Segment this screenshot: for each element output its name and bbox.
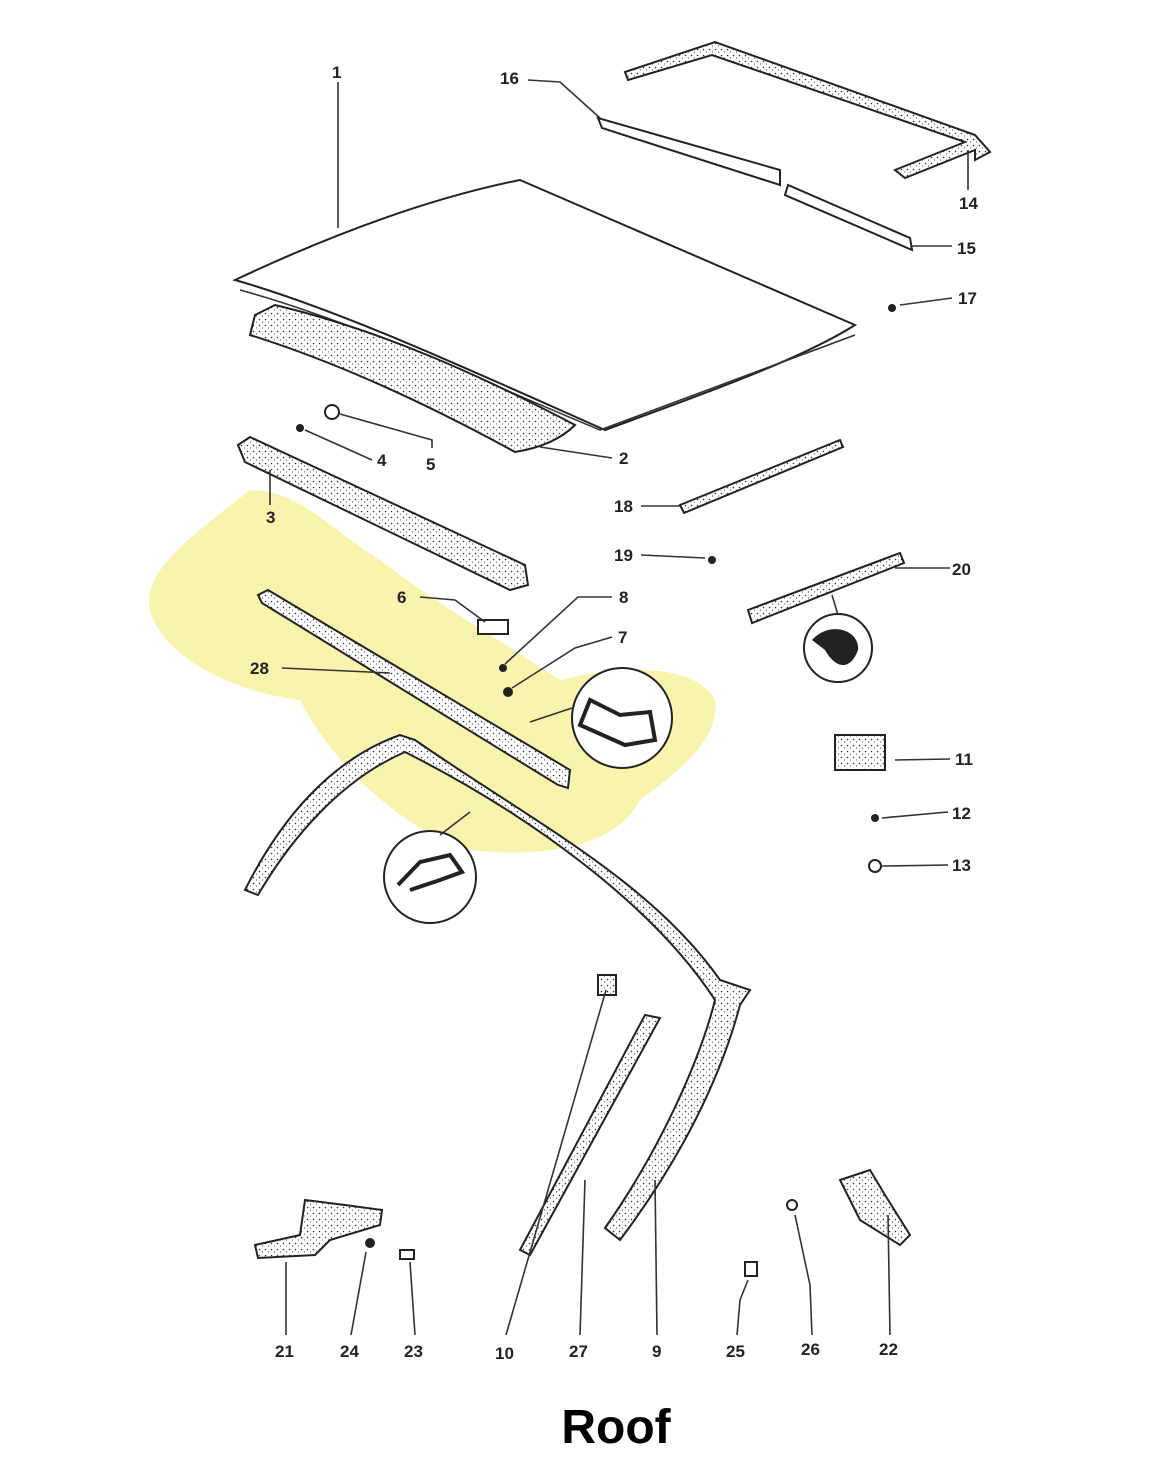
part-8-nut	[499, 664, 507, 672]
part-17-screw	[888, 304, 896, 312]
part-4-screw	[296, 424, 304, 432]
label-20: 20	[952, 560, 971, 579]
label-4: 4	[377, 451, 387, 470]
part-10-clip	[597, 974, 617, 996]
part-15-strip	[783, 183, 914, 252]
part-28-seal	[256, 588, 572, 790]
label-6: 6	[397, 588, 406, 607]
label-25: 25	[726, 1342, 745, 1361]
label-11: 11	[955, 750, 973, 769]
part-18-seal	[678, 438, 845, 515]
label-27: 27	[569, 1342, 588, 1361]
part-9-frame-seal	[243, 733, 752, 1242]
label-8: 8	[619, 588, 628, 607]
label-12: 12	[952, 804, 971, 823]
part-16-strip	[596, 116, 781, 187]
part-3-front-rail	[236, 435, 530, 592]
part-11-hinge	[834, 734, 886, 771]
part-21-bracket	[253, 1198, 384, 1260]
label-14: 14	[959, 194, 978, 213]
label-3: 3	[266, 508, 275, 527]
part-25-bolt	[744, 1261, 758, 1277]
label-5: 5	[426, 455, 435, 474]
label-26: 26	[801, 1340, 820, 1359]
profile-28-icon	[577, 697, 658, 748]
diagram-title: Roof	[561, 1401, 671, 1454]
label-1: 1	[332, 63, 341, 82]
part-12-nut	[871, 814, 879, 822]
part-27-seal	[518, 1013, 662, 1257]
part-20-seal	[746, 551, 906, 625]
part-5-grommet	[324, 404, 340, 420]
part-7-screw	[503, 687, 513, 697]
leader-lines	[269, 79, 969, 1336]
part-13-bolt	[868, 859, 882, 873]
part-14-rear-seal	[623, 40, 992, 180]
label-21: 21	[275, 1342, 294, 1361]
label-28: 28	[250, 659, 269, 678]
part-24-nut	[365, 1238, 375, 1248]
profile-9-icon	[396, 852, 466, 892]
label-17: 17	[958, 289, 977, 308]
label-2: 2	[619, 449, 628, 468]
label-9: 9	[652, 1342, 661, 1361]
label-13: 13	[952, 856, 971, 875]
label-15: 15	[957, 239, 976, 258]
label-19: 19	[614, 546, 633, 565]
label-18: 18	[614, 497, 633, 516]
detail-circle-9	[383, 830, 477, 924]
part-19-clip	[708, 556, 716, 564]
label-23: 23	[404, 1342, 423, 1361]
label-24: 24	[340, 1342, 359, 1361]
part-22-latch	[838, 1168, 912, 1247]
part-23-bolt	[399, 1249, 415, 1260]
profile-20-icon	[812, 629, 859, 666]
part-6-clip	[477, 619, 509, 635]
part-headliner	[248, 303, 577, 454]
detail-circle-28	[571, 667, 673, 769]
label-10: 10	[495, 1344, 514, 1363]
part-26-washer	[786, 1199, 798, 1211]
label-22: 22	[879, 1340, 898, 1359]
label-7: 7	[618, 628, 627, 647]
highlight-area	[148, 490, 716, 853]
part-roof-panel	[232, 178, 858, 432]
label-16: 16	[500, 69, 519, 88]
